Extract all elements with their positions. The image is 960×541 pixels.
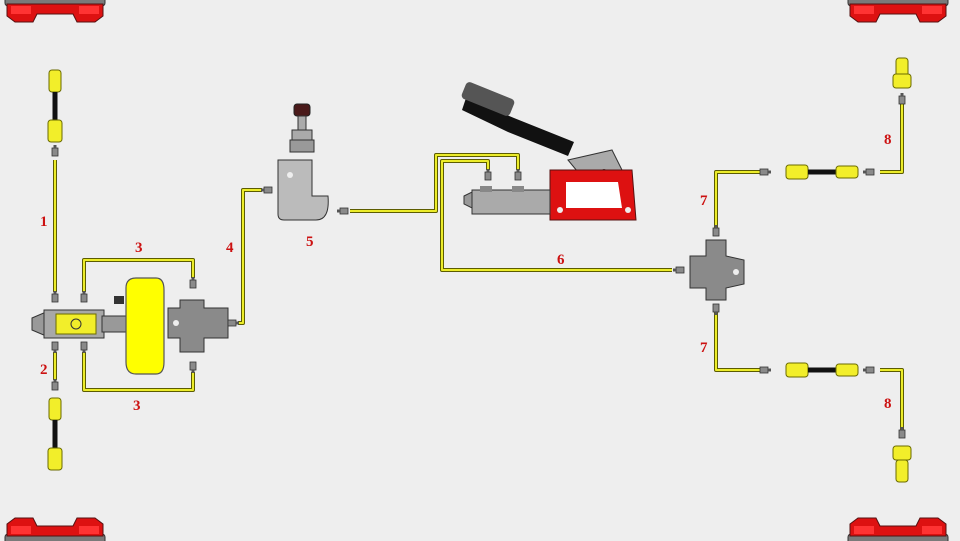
label-line-4: 4: [226, 240, 234, 256]
label-line-3-bottom: 3: [133, 398, 141, 414]
hose-rear-left: [47, 378, 63, 471]
label-line-7-top: 7: [700, 193, 708, 209]
hose-rear-axle-top: [759, 164, 875, 180]
hose-rear-right: [892, 426, 912, 483]
line-labels: 1 2 3 3 4 5 6 7 7 8 8: [40, 132, 892, 414]
hose-rear-axle-bottom: [759, 362, 875, 378]
rear-master-cylinder: [463, 168, 551, 215]
proportioning-valve: [260, 103, 349, 221]
label-line-3-top: 3: [135, 240, 143, 256]
label-line-6: 6: [557, 252, 565, 268]
caliper-rear-right: [847, 517, 949, 541]
label-proportioning-valve: 5: [306, 234, 314, 250]
brake-lines: [53, 104, 904, 430]
label-line-1: 1: [40, 214, 48, 230]
label-line-2: 2: [40, 362, 48, 378]
hose-front-left: [47, 69, 63, 157]
front-distribution-block: [167, 276, 240, 374]
caliper-rear-left: [4, 517, 106, 541]
brake-booster: [125, 277, 165, 375]
label-line-8-top: 8: [884, 132, 892, 148]
handbrake-lever: [461, 82, 637, 221]
master-cylinder: [31, 290, 127, 354]
hose-front-right: [892, 57, 912, 105]
caliper-front-right: [847, 0, 949, 23]
label-line-7-bottom: 7: [700, 340, 708, 356]
label-line-8-bottom: 8: [884, 396, 892, 412]
caliper-front-left: [4, 0, 106, 23]
rear-distribution-block: [672, 224, 745, 316]
